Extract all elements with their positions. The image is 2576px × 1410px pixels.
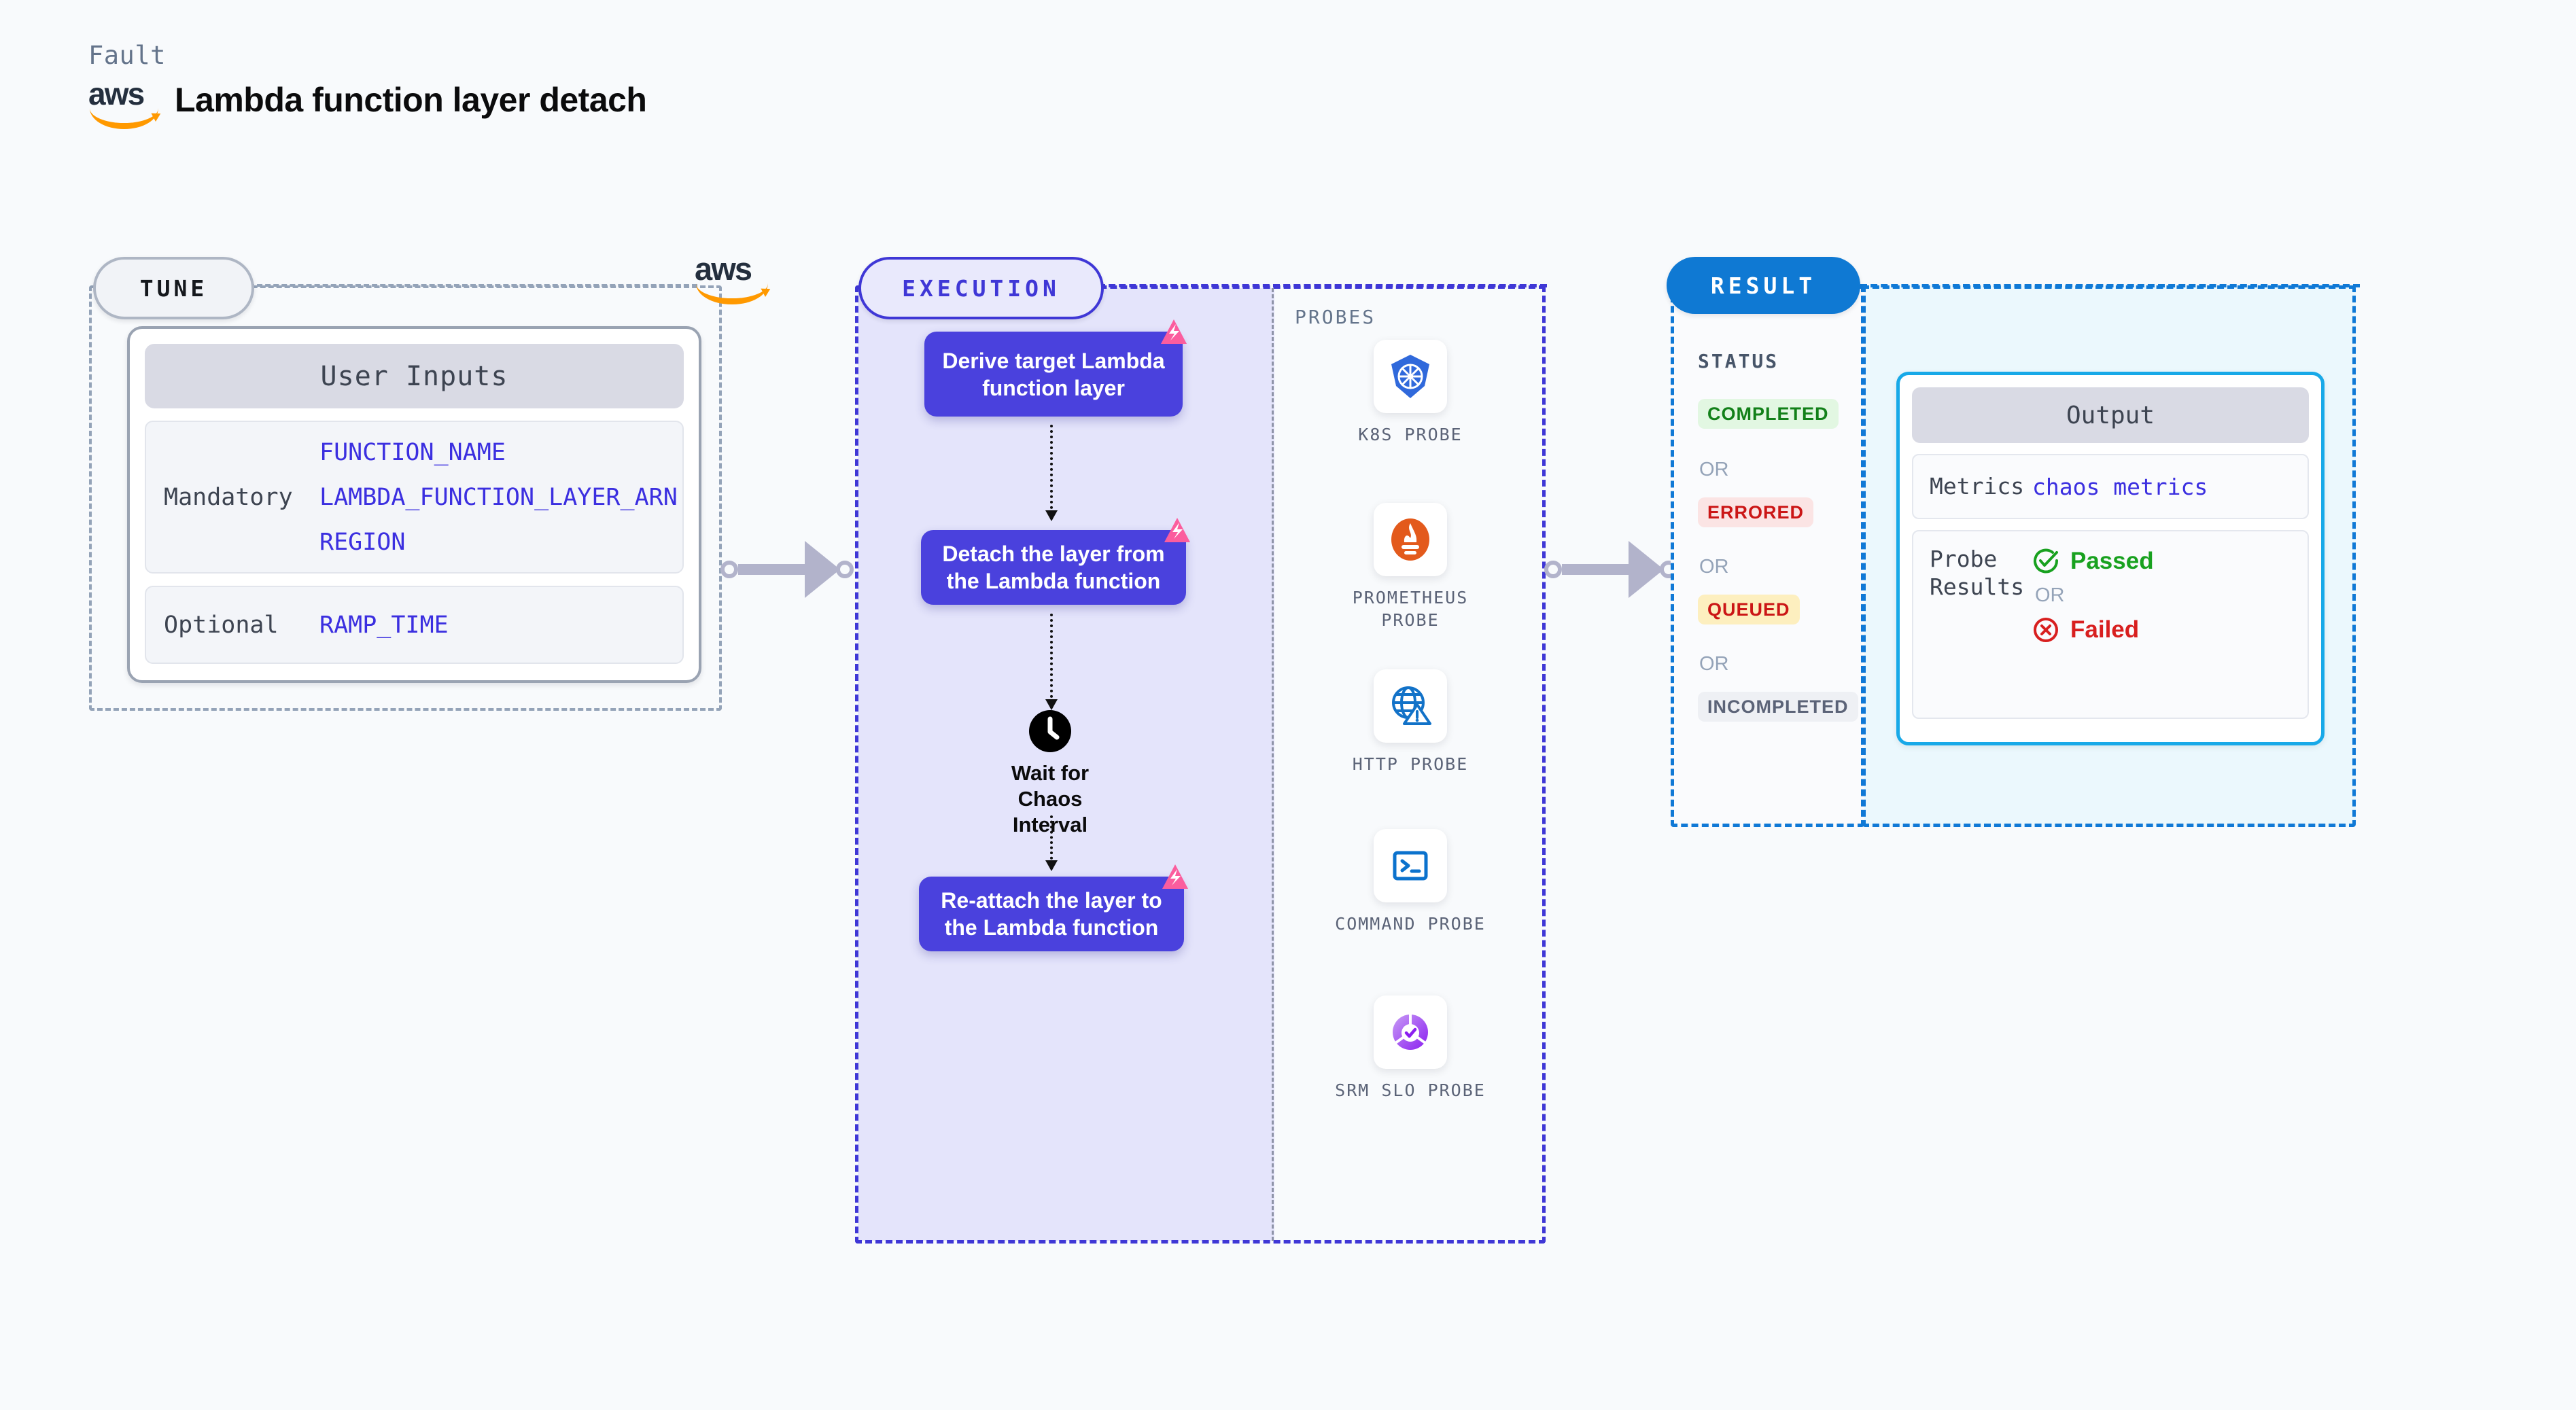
arrow-head [805, 541, 840, 598]
arrow-end-dot [836, 561, 854, 578]
probe-result-failed: Failed [2032, 616, 2154, 644]
wait-label: Wait for Chaos Interval [1011, 761, 1090, 836]
arrow-start-dot [1544, 561, 1562, 578]
execution-step-1[interactable]: Derive target Lambda function layer [924, 319, 1187, 417]
execution-step-2[interactable]: Detach the layer from the Lambda functio… [921, 518, 1190, 605]
result-badge: RESULT [1667, 257, 1860, 314]
arrow-bar [1562, 564, 1630, 575]
execution-badge: EXECUTION [858, 257, 1104, 319]
status-title: STATUS [1698, 350, 1779, 372]
status-or-label: OR [1699, 459, 1729, 480]
tune-section [89, 285, 722, 711]
status-badge-queued: QUEUED [1698, 595, 1800, 624]
aws-logo: aws [695, 253, 769, 305]
user-inputs-card: User Inputs Mandatory FUNCTION_NAME LAMB… [127, 326, 701, 683]
mandatory-label: Mandatory [164, 483, 293, 511]
srm-slo-icon [1374, 995, 1447, 1069]
param-region: REGION [319, 528, 406, 556]
probe-srm-slo[interactable]: SRM SLO PROBE [1325, 995, 1495, 1102]
check-circle-icon [2032, 548, 2059, 575]
probe-prometheus-label: PROMETHEUS PROBE [1352, 588, 1469, 630]
probe-prometheus[interactable]: PROMETHEUS PROBE [1325, 503, 1495, 631]
status-or-label: OR [1699, 556, 1729, 578]
result-status-panel [1671, 285, 1864, 827]
optional-params-row: Optional RAMP_TIME [145, 586, 684, 664]
chaos-badge-icon [1158, 317, 1189, 348]
flow-arrow-tune-to-execution [720, 541, 854, 598]
execution-connector-line [1098, 284, 1547, 287]
terminal-icon [1374, 829, 1447, 902]
arrow-head [1629, 541, 1664, 598]
probes-divider [1272, 288, 1274, 1241]
execution-step-2-label: Detach the layer from the Lambda functio… [942, 542, 1165, 593]
mandatory-values: FUNCTION_NAME LAMBDA_FUNCTION_LAYER_ARN … [319, 439, 678, 556]
x-circle-icon [2032, 616, 2059, 644]
status-or-label: OR [1699, 653, 1729, 675]
probe-k8s-label: K8S PROBE [1358, 425, 1463, 444]
optional-label: Optional [164, 611, 279, 639]
flow-arrow-execution-to-result [1544, 541, 1677, 598]
page-title: Lambda function layer detach [175, 81, 647, 119]
probe-http[interactable]: HTTP PROBE [1325, 669, 1495, 776]
clock-icon [1029, 710, 1071, 752]
execution-step-3[interactable]: Re-attach the layer to the Lambda functi… [919, 864, 1188, 951]
param-ramp-time: RAMP_TIME [319, 611, 449, 639]
prometheus-icon [1374, 503, 1447, 576]
param-function-name: FUNCTION_NAME [319, 438, 506, 466]
mandatory-params-row: Mandatory FUNCTION_NAME LAMBDA_FUNCTION_… [145, 421, 684, 574]
optional-values: RAMP_TIME [319, 612, 449, 639]
chaos-badge-icon [1162, 515, 1193, 546]
passed-label: Passed [2070, 548, 2154, 574]
probes-title: PROBES [1295, 306, 1376, 328]
page-header: Fault aws Lambda function layer detach [88, 41, 647, 129]
metrics-row: Metrics chaos metrics [1912, 454, 2309, 519]
user-inputs-title: User Inputs [145, 344, 684, 408]
probe-k8s[interactable]: K8S PROBE [1325, 340, 1495, 446]
output-title: Output [1912, 387, 2309, 443]
probe-command[interactable]: COMMAND PROBE [1325, 829, 1495, 936]
result-connector-line [1860, 284, 2360, 287]
probe-results-row: Probe Results Passed OR [1912, 530, 2309, 719]
title-row: aws Lambda function layer detach [88, 78, 647, 129]
tune-badge: TUNE [93, 257, 254, 319]
chaos-badge-icon [1160, 862, 1191, 893]
execution-step-3-label: Re-attach the layer to the Lambda functi… [941, 888, 1162, 940]
tune-connector-line [249, 284, 697, 287]
param-lambda-function-layer-arn: LAMBDA_FUNCTION_LAYER_ARN [319, 483, 678, 511]
probe-http-label: HTTP PROBE [1352, 754, 1469, 774]
metrics-value: chaos metrics [2032, 473, 2208, 500]
status-badge-errored: ERRORED [1698, 497, 1814, 527]
wait-for-chaos-interval-node: Wait for Chaos Interval [979, 710, 1121, 837]
failed-label: Failed [2070, 616, 2140, 643]
aws-logo: aws [88, 78, 160, 129]
execution-step-1-label: Derive target Lambda function layer [942, 348, 1165, 400]
probe-result-passed: Passed [2032, 548, 2154, 575]
step-connector-2 [1045, 614, 1058, 710]
probe-results-values: Passed OR Failed [2032, 545, 2154, 644]
arrow-start-dot [720, 561, 738, 578]
status-badge-incompleted: INCOMPLETED [1698, 692, 1858, 722]
step-connector-1 [1045, 425, 1058, 521]
output-card: Output Metrics chaos metrics Probe Resul… [1896, 372, 2325, 745]
status-badge-completed: COMPLETED [1698, 399, 1839, 429]
kubernetes-icon [1374, 340, 1447, 413]
probe-command-label: COMMAND PROBE [1335, 914, 1486, 934]
probe-srm-slo-label: SRM SLO PROBE [1335, 1080, 1486, 1100]
execution-fill [858, 288, 1274, 1241]
arrow-bar [738, 564, 806, 575]
http-globe-warning-icon [1374, 669, 1447, 743]
metrics-label: Metrics [1930, 473, 2025, 500]
step-connector-3 [1045, 815, 1058, 871]
fault-label: Fault [88, 41, 166, 70]
probe-results-label: Probe Results [1930, 546, 2025, 601]
probe-result-or-label: OR [2035, 584, 2065, 606]
